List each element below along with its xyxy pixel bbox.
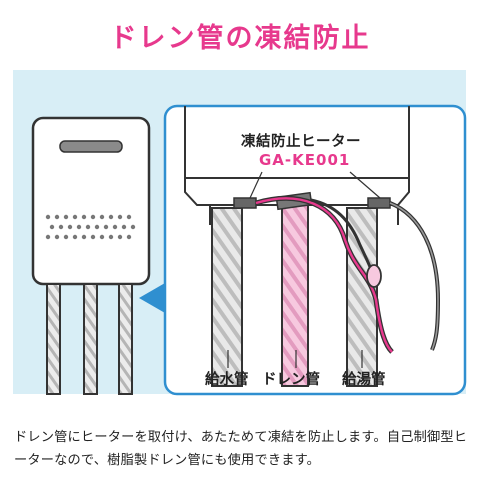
water-heater-unit [31,116,151,395]
heater-label: 凍結防止ヒーター [241,134,361,150]
drain-pipe-label: ドレン管 [262,372,320,388]
page-title: ドレン管の凍結防止 [109,23,371,54]
hot-water-pipe-label: 給湯管 [342,372,386,388]
water-pipe-label: 給水管 [205,372,249,388]
model-number: GA-KE001 [259,151,351,169]
detail-zoom-box [163,104,467,396]
description-text: ドレン管にヒーターを取付け、あたためて凍結を防止します。自己制御型ヒーターなので… [14,430,468,468]
pointer-arrow-icon [139,283,165,313]
